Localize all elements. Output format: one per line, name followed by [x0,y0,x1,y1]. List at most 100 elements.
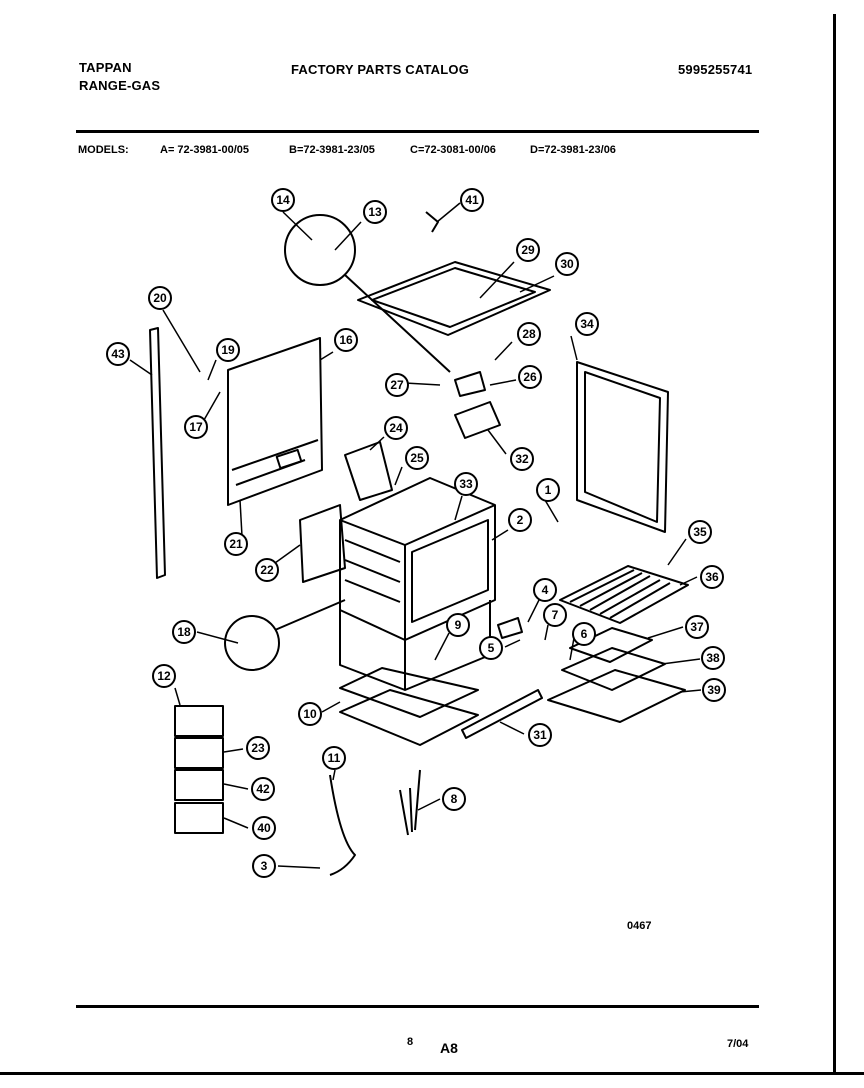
callout-27: 27 [385,373,409,397]
callout-label: 33 [459,477,473,491]
callout-circle [184,415,208,439]
callout-13: 13 [363,200,387,224]
callout-38: 38 [701,646,725,670]
callout-24: 24 [384,416,408,440]
callout-11: 11 [322,746,346,770]
models-label: MODELS: [78,144,129,156]
cabinet-body-edges [339,504,496,640]
callout-43: 43 [106,342,130,366]
callout-label: 19 [221,343,235,357]
callout-circle [172,620,196,644]
brand-label: TAPPAN [79,60,132,75]
callout-label: 27 [390,378,404,392]
callout-label: 6 [581,627,588,641]
callout-circle [688,520,712,544]
callout-39: 39 [702,678,726,702]
callout-36: 36 [700,565,724,589]
callout-30: 30 [555,252,579,276]
callout-22: 22 [255,558,279,582]
callout-circle [385,373,409,397]
revision-date: 7/04 [727,1038,749,1050]
burner-box-part [344,441,393,501]
callout-label: 40 [257,821,271,835]
callout-label: 10 [303,707,317,721]
callout-32: 32 [510,447,534,471]
callout-label: 22 [260,563,274,577]
callout-17: 17 [184,415,208,439]
callout-circle [334,328,358,352]
callout-37: 37 [685,615,709,639]
callout-label: 9 [455,618,462,632]
callout-circle [363,200,387,224]
callout-28: 28 [517,322,541,346]
callout-circle [702,678,726,702]
callout-label: 42 [256,782,270,796]
glass-frame-part [561,647,666,691]
callout-circle [555,252,579,276]
callout-circle [508,508,532,532]
callout-circle [271,188,295,212]
oven-opening [411,519,489,623]
callout-circle [251,777,275,801]
clip-part [425,211,439,233]
drawing-code: 0467 [627,920,652,932]
callout-label: 23 [251,741,265,755]
callout-41: 41 [460,188,484,212]
callout-label: 8 [451,792,458,806]
callout-circle [148,286,172,310]
callout-label: 11 [328,751,341,765]
callout-4: 4 [533,578,557,602]
callout-circle [536,478,560,502]
door-back-part [576,361,669,533]
magnify-leader-top [344,274,451,373]
callout-label: 30 [560,257,574,271]
callout-9: 9 [446,613,470,637]
callout-circle [252,854,276,878]
magnify-circle-top [284,214,356,286]
callout-label: 21 [229,537,243,551]
callout-circle [384,416,408,440]
callout-7: 7 [543,603,567,627]
callout-label: 29 [521,243,535,257]
callout-18: 18 [172,620,196,644]
power-cord-part [329,774,356,876]
callout-40: 40 [252,816,276,840]
callout-label: 32 [515,452,529,466]
callout-circle [460,188,484,212]
door-back-inner [584,371,661,523]
callout-circle [252,816,276,840]
bracket-part [454,401,501,439]
callout-circle [446,613,470,637]
oven-racks-guides [344,539,401,603]
callout-19: 19 [216,338,240,362]
callout-label: 34 [580,317,594,331]
callout-label: 43 [111,347,125,361]
callout-25: 25 [405,446,429,470]
callout-31: 31 [528,723,552,747]
bottom-panel-part [339,667,479,718]
storage-panel-part [339,689,479,746]
glass-panel-part [569,627,653,663]
callout-label: 7 [552,608,559,622]
callout-16: 16 [334,328,358,352]
callout-label: 25 [410,451,424,465]
callout-circle [510,447,534,471]
catalog-title: FACTORY PARTS CATALOG [291,62,470,77]
header-rule [76,130,759,133]
callout-circle [246,736,270,760]
callout-circle [106,342,130,366]
drawer-rail-part [461,689,543,739]
callout-label: 39 [707,683,721,697]
callout-circle [575,312,599,336]
callout-35: 35 [688,520,712,544]
section-code: A8 [440,1040,458,1056]
callout-circle [152,664,176,688]
product-label: RANGE-GAS [79,78,161,93]
callout-circle [298,702,322,726]
callout-circle [543,603,567,627]
callout-circle [528,723,552,747]
callout-label: 13 [368,205,382,219]
callout-23: 23 [246,736,270,760]
magnify-leader-knob [274,599,346,631]
